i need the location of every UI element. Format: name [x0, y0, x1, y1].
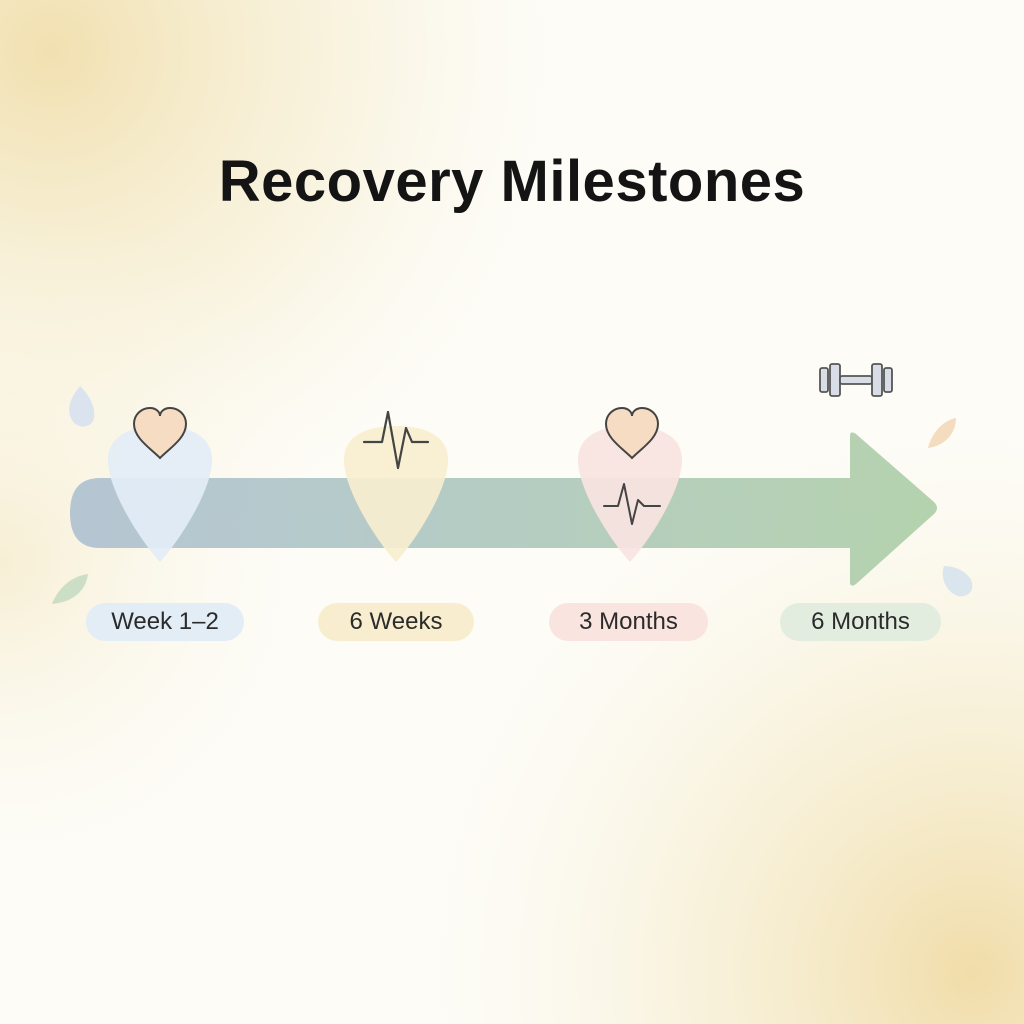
heart-icon	[132, 406, 188, 460]
page-title: Recovery Milestones	[218, 149, 806, 214]
milestone-label-6-weeks: 6 Weeks	[318, 603, 474, 641]
milestone-label-week-1-2: Week 1–2	[86, 603, 244, 641]
timeline-arrow	[70, 432, 937, 586]
stage-marker-3	[578, 426, 682, 562]
stage-marker-1	[108, 426, 212, 562]
stage-marker-2	[344, 426, 448, 562]
milestone-label-6-months: 6 Months	[780, 603, 941, 641]
heartbeat-icon	[603, 483, 661, 525]
droplet-blue-left	[69, 386, 95, 427]
heart-icon	[604, 406, 660, 460]
milestone-label-3-months: 3 Months	[549, 603, 708, 641]
leaf-peach-right	[928, 418, 956, 448]
leaf-green-left	[52, 574, 88, 604]
heartbeat-icon	[362, 410, 430, 470]
droplet-blue-right	[942, 566, 973, 597]
dumbbell-icon	[819, 363, 893, 397]
